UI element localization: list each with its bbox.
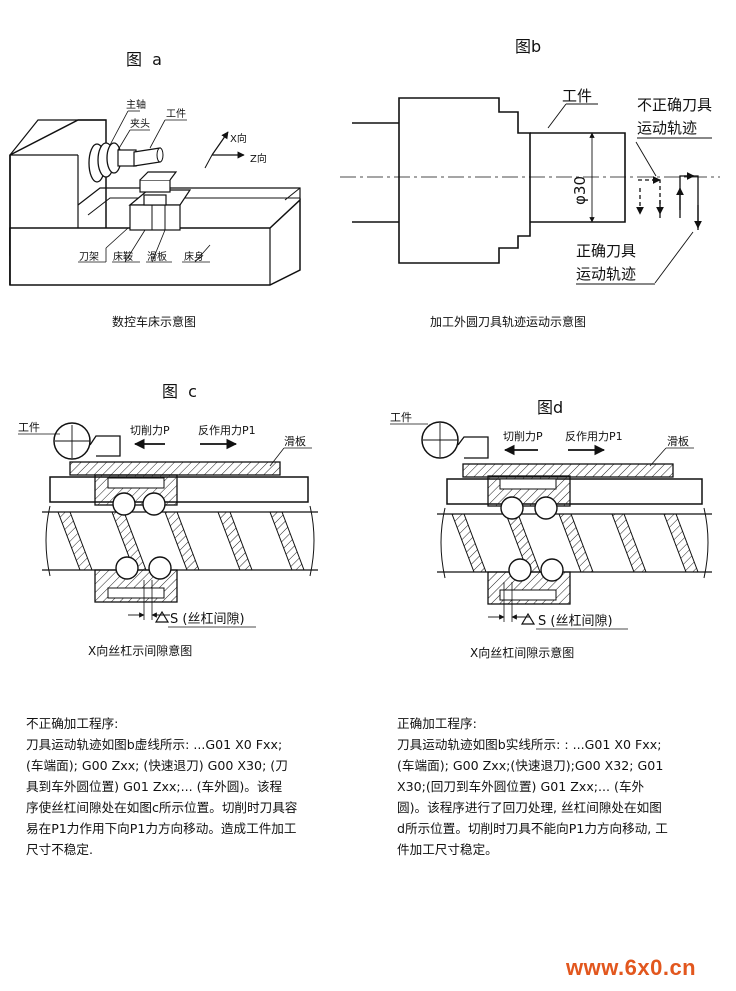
site-watermark: www.6x0.cn	[566, 955, 697, 980]
figure-b-toolpath: 图b φ30 工件 不正确刀具 运动轨迹 正确刀具 运动轨迹 加工外圆刀具	[340, 37, 720, 329]
figure-d-backlash: 图d 工件 切削力P 反作用力P1 滑板	[390, 398, 712, 660]
correct-program-heading: 正确加工程序:	[397, 716, 477, 731]
fig-d-slide-label: 滑板	[667, 434, 689, 448]
fig-b-title: 图b	[515, 37, 541, 56]
fig-c-workpiece-label: 工件	[18, 421, 40, 434]
fig-a-caption: 数控车床示意图	[112, 314, 196, 329]
correct-program-body: 刀具运动轨迹如图b实线所示: : ...G01 X0 Fxx; (车端面); G…	[397, 737, 668, 857]
incorrect-program-body: 刀具运动轨迹如图b虚线所示: ...G01 X0 Fxx; (车端面); G00…	[26, 737, 298, 857]
fig-a-workpiece-label: 工件	[166, 108, 186, 120]
fig-a-bed-label: 床身	[184, 250, 204, 263]
fig-b-right-path-line2: 运动轨迹	[576, 265, 636, 283]
fig-a-slide-label: 滑板	[147, 250, 167, 263]
fig-a-x-axis-arrow	[211, 131, 229, 156]
fig-c-title: 图 c	[162, 382, 197, 401]
fig-c-caption: X向丝杠示间隙意图	[88, 643, 192, 658]
fig-d-workpiece-label: 工件	[390, 411, 412, 424]
fig-b-workpiece-label: 工件	[562, 87, 592, 105]
fig-d-backlash-label: S (丝杠间隙)	[538, 613, 613, 629]
fig-a-spindle-label: 主轴	[126, 98, 146, 111]
fig-a-saddle-label: 床鞍	[113, 250, 133, 263]
fig-b-right-path-line1: 正确刀具	[576, 242, 636, 260]
fig-d-reaction-force-label: 反作用力P1	[565, 430, 623, 443]
fig-b-wrong-path-line1: 不正确刀具	[637, 96, 712, 114]
fig-d-cutting-force-label: 切削力P	[503, 429, 543, 443]
fig-b-caption: 加工外圆刀具轨迹运动示意图	[430, 314, 586, 329]
fig-a-tool-rest-label: 刀架	[79, 251, 99, 263]
fig-a-x-dir-label: X向	[230, 132, 247, 145]
fig-c-reaction-force-label: 反作用力P1	[198, 424, 256, 437]
fig-d-caption: X向丝杠间隙示意图	[470, 645, 574, 660]
fig-b-diameter-label: φ30	[571, 176, 589, 205]
fig-a-z-dir-label: Z向	[250, 152, 267, 165]
figure-a-lathe: 图 a 主轴 夹头	[9, 50, 301, 329]
fig-b-wrong-path-line2: 运动轨迹	[637, 119, 697, 137]
fig-c-slide-label: 滑板	[284, 434, 306, 448]
fig-a-chuck-label: 夹头	[130, 117, 150, 130]
fig-c-cutting-force-label: 切削力P	[130, 423, 170, 437]
fig-c-backlash-label: S (丝杠间隙)	[170, 611, 245, 627]
incorrect-program-heading: 不正确加工程序:	[26, 716, 119, 731]
fig-d-title: 图d	[537, 398, 563, 417]
fig-b-wrong-toolpath	[638, 179, 661, 218]
fig-a-title: 图 a	[126, 50, 162, 69]
fig-b-correct-toolpath	[679, 175, 699, 230]
figure-c-backlash: 图 c 工件 切削力P 反作用力P1 滑板	[18, 382, 318, 658]
